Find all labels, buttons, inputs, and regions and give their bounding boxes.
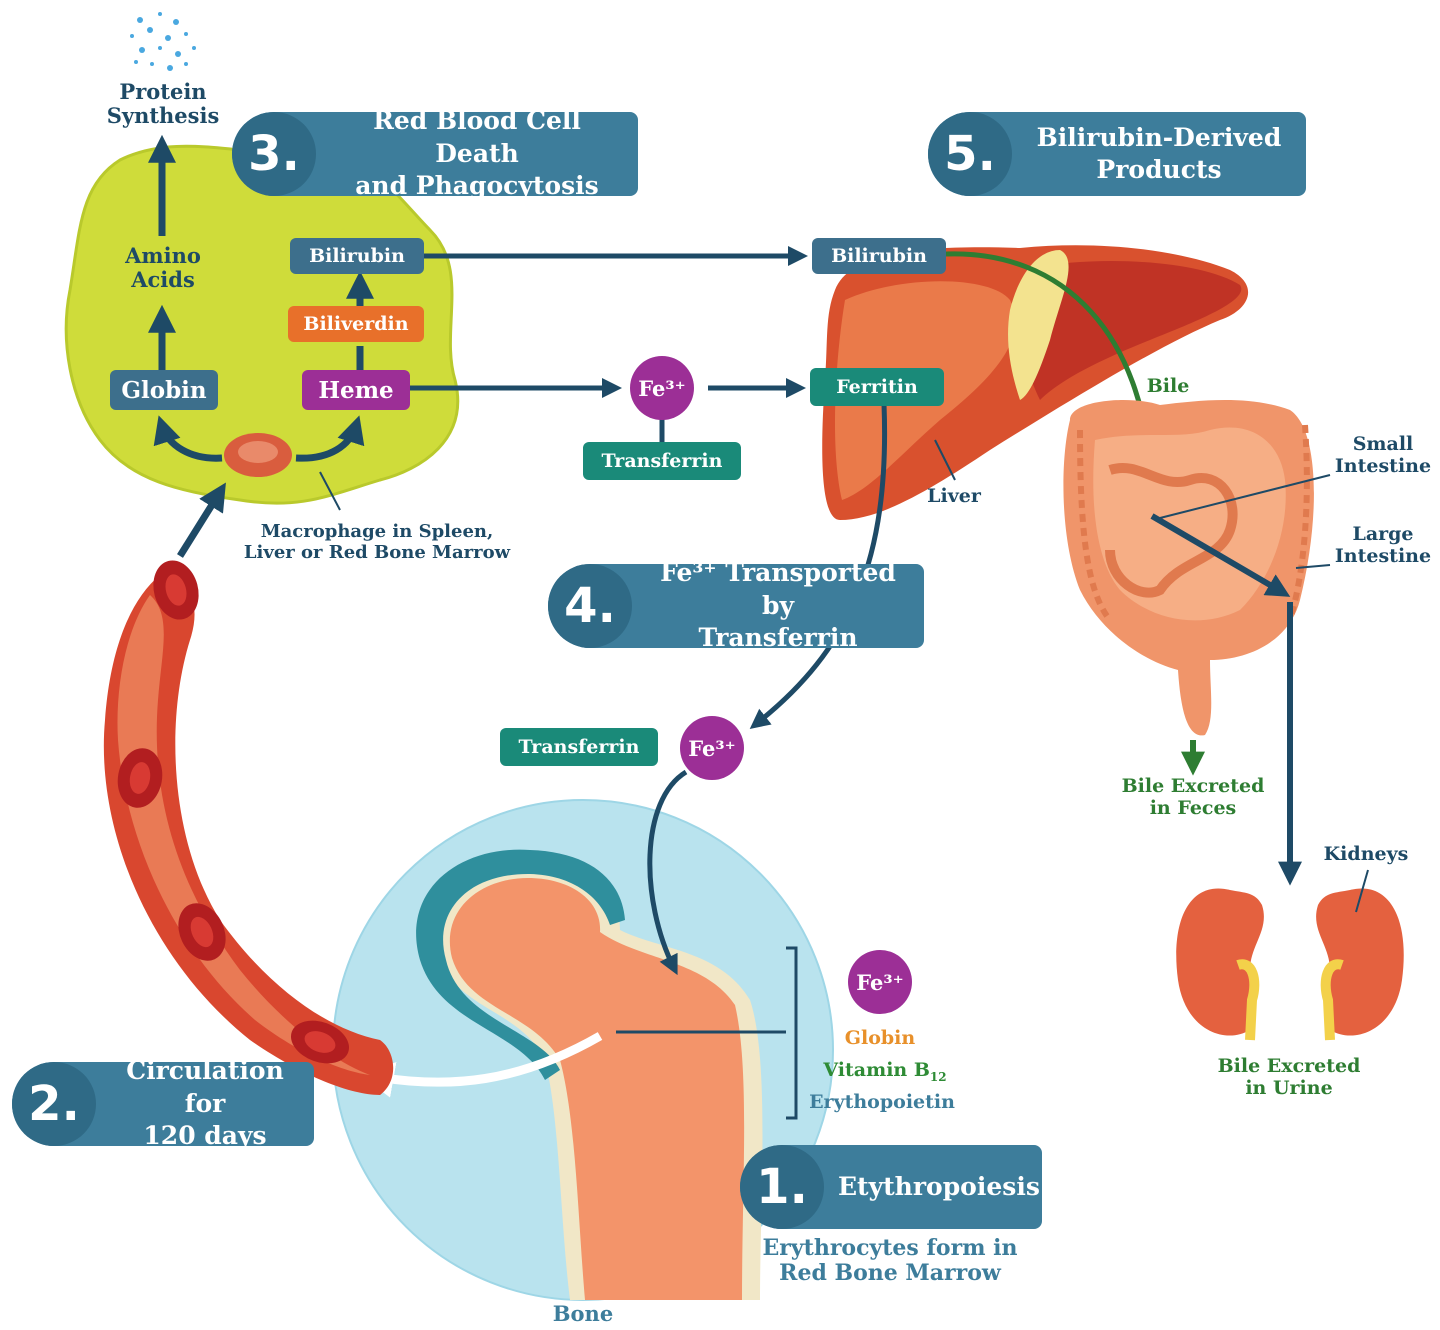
step-number: 3. [232,112,316,196]
step-title-line1: Fe³⁺ Transported by [660,558,896,620]
liver-label: Liver [914,486,994,508]
label-line: Bile Excreted [1218,1055,1361,1077]
step-number: 1. [740,1145,824,1229]
step-title-line2: Products [1096,155,1221,184]
transferrin-pill: Transferrin [583,442,741,480]
step-title-line1: Circulation for [126,1056,284,1118]
label-line: Synthesis [107,103,220,128]
globin-pill: Globin [110,370,218,410]
label-line: Erythrocytes form in [763,1235,1018,1261]
label-line: Small [1353,433,1414,455]
biliverdin-pill: Biliverdin [288,306,424,342]
bone-label: Bone [540,1302,626,1326]
marrow-erythropoietin-label: Erythopoietin [800,1092,964,1114]
label-line: Amino [125,243,201,268]
marrow-globin-label: Globin [820,1028,940,1050]
label-line: Protein [119,79,206,104]
label-line: Liver or Red Bone Marrow [244,542,510,563]
step-title-line1: Etythropoiesis [838,1172,1040,1201]
intestines-illustration [1063,400,1314,735]
step-1-banner: 1. Etythropoiesis [740,1145,1042,1229]
transferrin-pill-2: Transferrin [500,728,658,766]
label-line: in Feces [1150,797,1237,819]
label-line: Bile Excreted [1122,775,1265,797]
fe3-ion-circle-2: Fe³⁺ [680,716,744,780]
bile-label: Bile [1138,376,1198,398]
marrow-fe3-circle: Fe³⁺ [848,950,912,1014]
step-number: 4. [548,564,632,648]
label-line: Large [1352,523,1413,545]
heme-pill: Heme [302,370,410,410]
step-title-line2: Transferrin [698,623,857,652]
label-line: Vitamin B [823,1059,930,1081]
bilirubin-pill: Bilirubin [290,238,424,274]
kidneys-label: Kidneys [1316,844,1416,866]
label-line: Acids [131,267,195,292]
label-line: in Urine [1245,1077,1332,1099]
protein-particles-icon [130,12,196,71]
label-line: Red Bone Marrow [779,1260,1001,1286]
kidneys-illustration [1176,888,1403,1040]
step-number: 5. [928,112,1012,196]
ferritin-pill: Ferritin [810,368,944,406]
step-title-line1: Bilirubin-Derived [1037,123,1282,152]
label-line: Intestine [1335,545,1431,567]
label-line: Macrophage in Spleen, [261,521,494,542]
macrophage-label: Macrophage in Spleen,Liver or Red Bone M… [222,522,532,563]
step-title-line1: Red Blood Cell Death [373,106,581,168]
fe3-ion-circle: Fe³⁺ [630,356,694,420]
marrow-vitamin-b12-label: Vitamin B12 [810,1060,960,1085]
subscript: 12 [930,1070,947,1084]
step-title-line2: and Phagocytosis [355,171,599,200]
step-number: 2. [12,1062,96,1146]
label-line: Intestine [1335,455,1431,477]
bilirubin-liver-pill: Bilirubin [812,238,946,274]
step-title-line2: 120 days [143,1121,266,1150]
